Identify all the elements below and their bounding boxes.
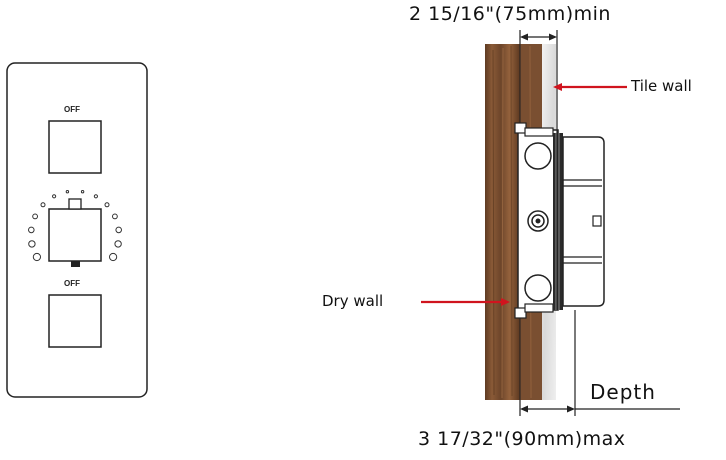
scale-dot [28,226,35,234]
center-dial[interactable] [48,208,102,262]
dial-indicator-bottom [71,261,80,267]
bottom-button[interactable] [48,294,102,348]
lower-port [524,274,552,302]
top-button-label: OFF [64,105,80,114]
scale-dot [93,194,99,199]
scale-dot [32,213,38,220]
scale-dot [65,190,70,194]
scale-dot [114,240,122,248]
dial-indicator-top [68,198,82,210]
min-depth-dimension: 2 15/16"(75mm)min [409,3,611,25]
scale-dot [40,202,46,208]
dry-wall-label: Dry wall [322,292,384,310]
scale-dot [115,226,122,234]
scale-dot [28,240,36,248]
front-panel [6,62,148,398]
trim-flange [553,133,563,310]
scale-dot [52,194,57,199]
scale-dot [104,202,110,208]
depth-label: Depth [590,380,656,404]
scale-dot [109,252,118,262]
top-button[interactable] [48,120,102,174]
temperature-scale-dots [28,190,122,262]
upper-port [524,142,552,170]
side-section [421,30,680,416]
scale-dot [112,213,118,220]
max-depth-dimension: 3 17/32"(90mm)max [418,428,626,450]
bottom-button-label: OFF [64,279,80,288]
scale-dot [80,190,85,194]
trim-cover [562,136,605,307]
tile-wall-label: Tile wall [631,77,692,95]
scale-dot [32,252,42,262]
